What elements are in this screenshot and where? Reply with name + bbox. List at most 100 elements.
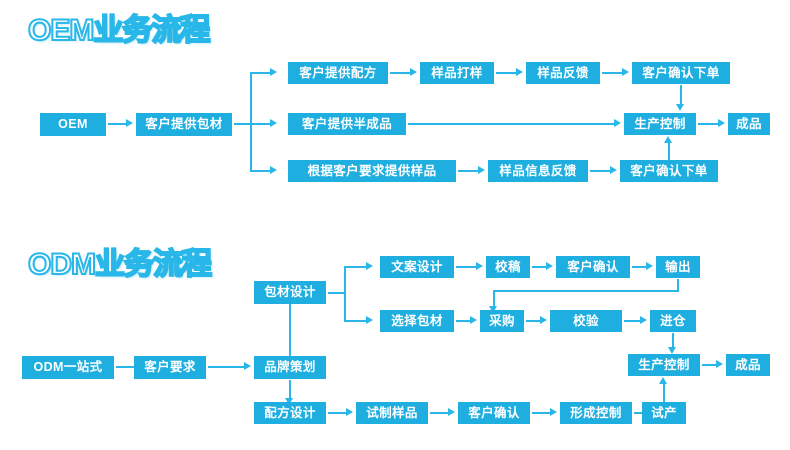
connector-odm-start-to-req — [116, 366, 136, 368]
arrowhead-right-icon — [718, 119, 725, 127]
connector-oem-pack-trunk — [234, 123, 252, 125]
connector-odm-packdes-trunk — [328, 292, 346, 294]
node-odm-storein[interactable]: 进仓 — [650, 310, 696, 332]
connector-odm-t-c — [632, 266, 648, 268]
arrowhead-right-icon — [640, 316, 647, 324]
node-odm-req[interactable]: 客户要求 — [134, 356, 206, 379]
connector-oem-order1-down — [680, 85, 682, 106]
arrowhead-right-icon — [126, 119, 133, 127]
arrowhead-up-icon — [659, 377, 667, 384]
node-odm-packdes[interactable]: 包材设计 — [254, 281, 326, 304]
arrowhead-right-icon — [614, 119, 621, 127]
arrowhead-down-icon — [285, 398, 293, 405]
node-oem-order1[interactable]: 客户确认下单 — [632, 62, 730, 84]
arrowhead-right-icon — [622, 68, 629, 76]
arrowhead-right-icon — [540, 316, 547, 324]
connector-odm-output-left — [493, 290, 679, 292]
connector-oem-semi-to-prod — [408, 123, 616, 125]
connector-oem-branch-mid — [250, 123, 272, 125]
connector-odm-m-b — [526, 320, 542, 322]
connector-odm-b-a — [328, 412, 348, 414]
arrowhead-right-icon — [410, 68, 417, 76]
node-oem-info-fb[interactable]: 样品信息反馈 — [488, 160, 588, 182]
arrowhead-right-icon — [478, 166, 485, 174]
arrowhead-right-icon — [470, 316, 477, 324]
node-oem-prod[interactable]: 生产控制 — [624, 113, 696, 135]
connector-oem-prod-to-finished — [698, 123, 720, 125]
node-odm-finished[interactable]: 成品 — [726, 354, 770, 376]
node-odm-selpack[interactable]: 选择包材 — [380, 310, 454, 332]
arrowhead-right-icon — [270, 68, 277, 76]
arrowhead-down-icon — [676, 104, 684, 111]
connector-odm-b-b — [430, 412, 450, 414]
arrowhead-right-icon — [716, 360, 723, 368]
node-odm-control[interactable]: 形成控制 — [560, 402, 632, 424]
odm-section-title: ODM业务流程 — [27, 248, 213, 281]
node-odm-confirm1[interactable]: 客户确认 — [556, 256, 630, 278]
arrowhead-right-icon — [244, 362, 251, 370]
node-odm-purchase[interactable]: 采购 — [480, 310, 524, 332]
arrowhead-right-icon — [646, 262, 653, 270]
connector-oem-order2-up — [668, 143, 670, 161]
arrowhead-right-icon — [448, 408, 455, 416]
arrowhead-right-icon — [516, 68, 523, 76]
node-oem-semi[interactable]: 客户提供半成品 — [288, 113, 406, 135]
connector-oem-fan-vertical — [250, 72, 252, 172]
node-odm-start[interactable]: ODM一站式 — [22, 356, 114, 379]
connector-odm-t-b — [532, 266, 548, 268]
connector-odm-m-c — [624, 320, 642, 322]
connector-odm-output-to-purchase — [493, 290, 495, 308]
oem-section-title: OEM业务流程 — [27, 14, 211, 47]
arrowhead-right-icon — [270, 119, 277, 127]
arrowhead-right-icon — [346, 408, 353, 416]
node-oem-req-sample[interactable]: 根据客户要求提供样品 — [288, 160, 456, 182]
connector-odm-t-a — [456, 266, 478, 268]
node-odm-output[interactable]: 输出 — [656, 256, 700, 278]
connector-odm-b-c — [532, 412, 552, 414]
arrowhead-right-icon — [610, 166, 617, 174]
connector-odm-prod-to-finished — [702, 364, 718, 366]
node-oem-start[interactable]: OEM — [40, 113, 106, 136]
connector-odm-branch-selpack — [344, 320, 368, 322]
node-odm-trialprod[interactable]: 试产 — [642, 402, 686, 424]
arrowhead-right-icon — [546, 262, 553, 270]
node-oem-order2[interactable]: 客户确认下单 — [620, 160, 718, 182]
node-oem-finished[interactable]: 成品 — [728, 113, 770, 135]
node-oem-pack[interactable]: 客户提供包材 — [136, 113, 232, 136]
arrowhead-right-icon — [270, 166, 277, 174]
connector-odm-branch-copy — [344, 266, 368, 268]
node-odm-verify[interactable]: 校验 — [550, 310, 622, 332]
connector-odm-storein-down — [672, 333, 674, 349]
arrowhead-down-icon — [668, 347, 676, 354]
node-oem-feedback[interactable]: 样品反馈 — [526, 62, 600, 84]
node-odm-trial[interactable]: 试制样品 — [356, 402, 428, 424]
arrowhead-up-icon — [664, 136, 672, 143]
node-odm-brand[interactable]: 品牌策划 — [254, 356, 326, 379]
connector-odm-m-a — [456, 320, 472, 322]
connector-odm-packdes-fan-vertical — [344, 266, 346, 322]
arrowhead-right-icon — [550, 408, 557, 416]
node-odm-proof[interactable]: 校稿 — [486, 256, 530, 278]
connector-oem-r1-a — [390, 72, 412, 74]
connector-odm-output-down — [677, 279, 679, 291]
node-odm-confirm2[interactable]: 客户确认 — [458, 402, 530, 424]
node-odm-copy[interactable]: 文案设计 — [380, 256, 454, 278]
connector-odm-brand-up — [289, 300, 291, 356]
connector-oem-branch-top — [250, 72, 272, 74]
connector-oem-r1-b — [496, 72, 518, 74]
node-odm-prod[interactable]: 生产控制 — [628, 354, 700, 376]
arrowhead-down-icon — [489, 306, 497, 313]
arrowhead-right-icon — [476, 262, 483, 270]
node-odm-formula[interactable]: 配方设计 — [254, 402, 326, 424]
connector-odm-req-to-brand — [208, 366, 246, 368]
connector-oem-r3-a — [458, 170, 480, 172]
connector-odm-trialprod-up — [663, 384, 665, 406]
node-oem-sample[interactable]: 样品打样 — [420, 62, 494, 84]
connector-oem-r3-b — [590, 170, 612, 172]
connector-oem-r1-c — [602, 72, 624, 74]
arrowhead-right-icon — [366, 316, 373, 324]
connector-odm-brand-down — [289, 380, 291, 400]
node-oem-formula[interactable]: 客户提供配方 — [288, 62, 388, 84]
arrowhead-right-icon — [366, 262, 373, 270]
